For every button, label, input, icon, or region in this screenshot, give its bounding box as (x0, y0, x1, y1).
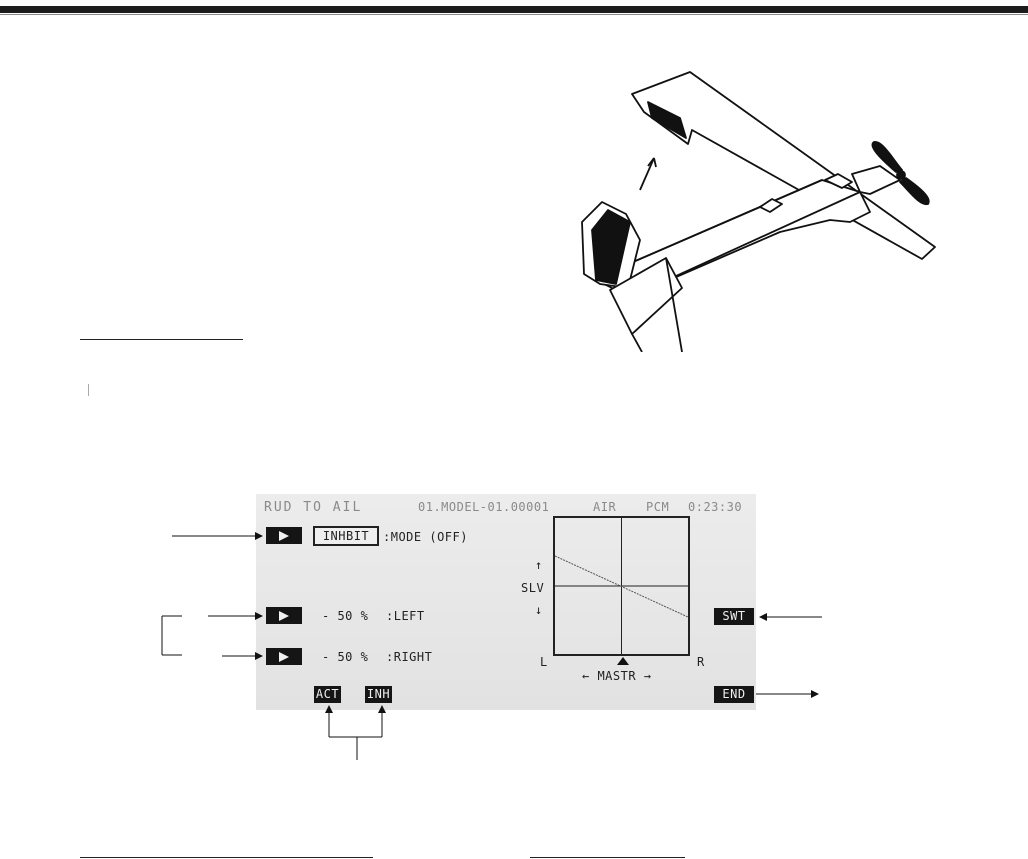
play-icon (279, 651, 289, 662)
master-axis-label: ← MASTR → (582, 669, 652, 683)
timer: 0:23:30 (688, 500, 743, 514)
screen-title: RUD TO AIL (264, 500, 363, 515)
mixing-curve-graph (553, 516, 690, 656)
right-rate-button[interactable] (266, 648, 302, 665)
swt-button[interactable]: SWT (714, 608, 754, 625)
mode-label: :MODE (OFF) (383, 530, 468, 544)
model-name: 01.MODEL-01.00001 (418, 500, 550, 514)
modulation: PCM (646, 500, 670, 514)
act-button[interactable]: ACT (314, 686, 341, 703)
mixing-curve-line (555, 555, 688, 618)
lcd-screen: RUD TO AIL 01.MODEL-01.00001 AIR PCM 0:2… (256, 494, 756, 710)
airplane-illustration (570, 62, 970, 352)
mode-value[interactable]: INHBIT (313, 526, 379, 546)
slave-axis-label: SLV (521, 581, 545, 595)
master-right-label: R (697, 655, 705, 669)
underline-1 (80, 339, 243, 340)
play-icon (279, 530, 289, 541)
master-left-label: L (540, 655, 548, 669)
end-button[interactable]: END (714, 686, 754, 703)
top-rule (0, 6, 1028, 13)
inh-button[interactable]: INH (365, 686, 392, 703)
margin-mark (88, 384, 89, 396)
left-rate-button[interactable] (266, 607, 302, 624)
mode-select-button[interactable] (266, 527, 302, 544)
right-rate-value: - 50 % (322, 650, 369, 664)
play-icon (279, 610, 289, 621)
slave-down-arrow: ↓ (535, 603, 543, 617)
master-position-marker (617, 657, 629, 665)
underline-3 (530, 857, 685, 858)
slave-up-arrow: ↑ (535, 558, 543, 572)
underline-2 (80, 857, 373, 858)
left-rate-value: - 50 % (322, 609, 369, 623)
top-rule-shadow (0, 14, 1028, 15)
model-type: AIR (593, 500, 617, 514)
left-rate-label: :LEFT (386, 609, 425, 623)
right-rate-label: :RIGHT (386, 650, 433, 664)
